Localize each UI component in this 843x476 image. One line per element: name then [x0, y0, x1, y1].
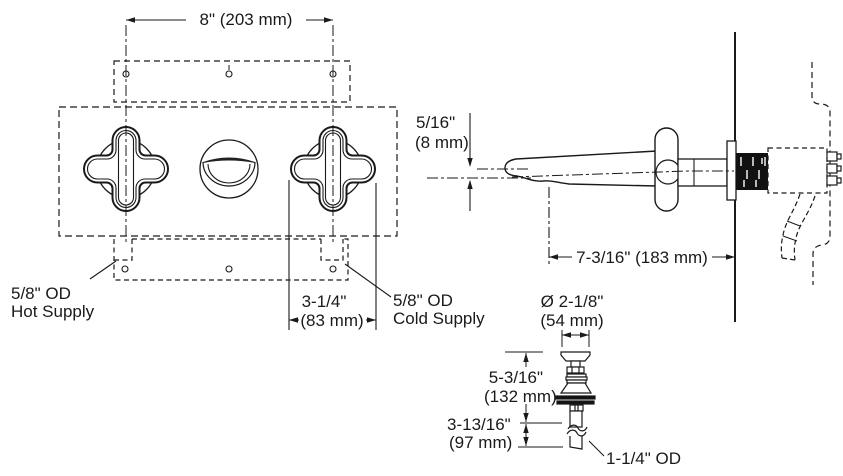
- spout-side: [504, 150, 658, 187]
- dim-handle-width-label-inches: 3-1/4": [301, 292, 347, 311]
- spout-escutcheon-front: [199, 139, 259, 199]
- dim-flange-diameter: [561, 330, 590, 347]
- mount-hole: [225, 265, 233, 273]
- dim-spout-drop-label-mm: (8 mm): [415, 133, 469, 152]
- spout-shank: [677, 158, 728, 187]
- dim-spout-drop-label-inches: 5/16": [416, 113, 456, 132]
- dim-drain-heights: [505, 351, 563, 448]
- dim-handle-spread-label: 8" (203 mm): [186, 10, 306, 29]
- spout-centerlines: [427, 168, 734, 179]
- hot-supply-label-name: Hot Supply: [11, 302, 95, 321]
- dim-handle-width-label-mm: (83 mm): [300, 311, 364, 330]
- valve-body: [767, 147, 828, 194]
- supply-hose: [780, 193, 816, 261]
- valve-fittings: [826, 151, 842, 186]
- centerlines: [125, 25, 334, 243]
- dim-spout-drop: [467, 113, 473, 211]
- hot-supply-leader: [89, 260, 117, 280]
- tailpiece-od-label: 1-1/4" OD: [606, 449, 682, 468]
- mount-hole: [225, 70, 233, 78]
- front-view: [58, 17, 398, 330]
- dim-drain-height-label-inches: 5-3/16": [488, 368, 543, 387]
- wall-cutout: [58, 106, 398, 237]
- upper-bracket: [113, 60, 351, 103]
- dim-flange-diameter-label-inches: Ø 2-1/8": [540, 292, 604, 311]
- cold-supply-label-od: 5/8" OD: [393, 291, 453, 310]
- drain-assembly: [555, 351, 596, 450]
- tailpiece-leader: [588, 440, 605, 457]
- lower-bracket: [113, 238, 349, 281]
- dim-handle-width: [288, 180, 377, 330]
- stud-outline: [811, 62, 831, 285]
- dim-tailpiece-label-mm: (97 mm): [449, 433, 513, 452]
- hot-supply-label-od: 5/8" OD: [11, 284, 71, 303]
- mount-hole: [329, 265, 337, 273]
- drain-view: [505, 330, 605, 457]
- cold-supply-label-name: Cold Supply: [393, 309, 485, 328]
- dim-drain-height-label-mm: (132 mm): [484, 387, 557, 406]
- dim-spout-reach-label: 7-3/16" (183 mm): [572, 248, 712, 267]
- dim-tailpiece-label-inches: 3-13/16": [447, 415, 511, 434]
- dim-flange-diameter-label-mm: (54 mm): [540, 311, 604, 330]
- side-view: [427, 32, 842, 322]
- cold-supply-leader: [344, 263, 392, 298]
- mount-hole: [121, 265, 129, 273]
